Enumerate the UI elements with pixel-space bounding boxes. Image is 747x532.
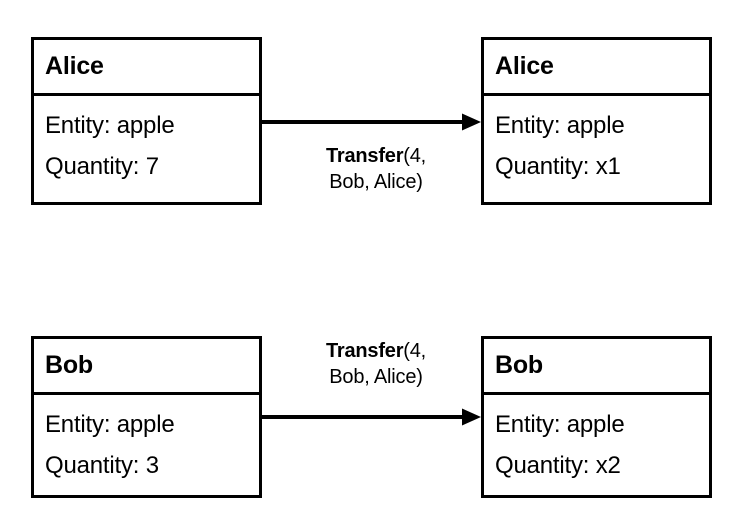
entity-box-target-alice[interactable]: Alice Entity: apple Quantity: x1 (481, 37, 712, 205)
entity-attr-entity: Entity: apple (495, 112, 625, 139)
entity-header: Alice (34, 40, 259, 96)
arrow-right-icon (262, 408, 481, 426)
transfer-operation-name: Transfer (325, 145, 404, 167)
entity-box-source-alice[interactable]: Alice Entity: apple Quantity: 7 (31, 37, 262, 205)
entity-header: Bob (484, 339, 709, 395)
entity-attr-entity: Entity: apple (45, 411, 175, 438)
transfer-args-line2: Bob, Alice) (329, 366, 423, 388)
arrow-right-icon (262, 113, 481, 131)
entity-attr-entity: Entity: apple (495, 411, 625, 438)
entity-title: Bob (45, 351, 93, 379)
transfer-arrow-bob (262, 407, 481, 427)
entity-body: Entity: apple Quantity: x2 (484, 395, 709, 495)
entity-title: Alice (495, 52, 554, 80)
transfer-label-bob: Transfer(4, Bob, Alice) (266, 338, 486, 390)
transfer-args-line2: Bob, Alice) (329, 171, 423, 193)
entity-header: Alice (484, 40, 709, 96)
transfer-args-line1: (4, (403, 340, 427, 362)
entity-title: Alice (45, 52, 104, 80)
entity-title: Bob (495, 351, 543, 379)
entity-body: Entity: apple Quantity: 7 (34, 96, 259, 202)
entity-body: Entity: apple Quantity: 3 (34, 395, 259, 495)
entity-attr-quantity: Quantity: 3 (45, 452, 159, 479)
entity-header: Bob (34, 339, 259, 395)
entity-box-target-bob[interactable]: Bob Entity: apple Quantity: x2 (481, 336, 712, 498)
entity-attr-entity: Entity: apple (45, 112, 175, 139)
transfer-operation-name: Transfer (325, 340, 404, 362)
transfer-label-alice: Transfer(4, Bob, Alice) (266, 143, 486, 195)
entity-attr-quantity: Quantity: 7 (45, 153, 159, 180)
entity-attr-quantity: Quantity: x2 (495, 452, 621, 479)
transfer-arrow-alice (262, 112, 481, 132)
entity-attr-quantity: Quantity: x1 (495, 153, 621, 180)
transfer-args-line1: (4, (403, 145, 427, 167)
entity-box-source-bob[interactable]: Bob Entity: apple Quantity: 3 (31, 336, 262, 498)
entity-body: Entity: apple Quantity: x1 (484, 96, 709, 202)
